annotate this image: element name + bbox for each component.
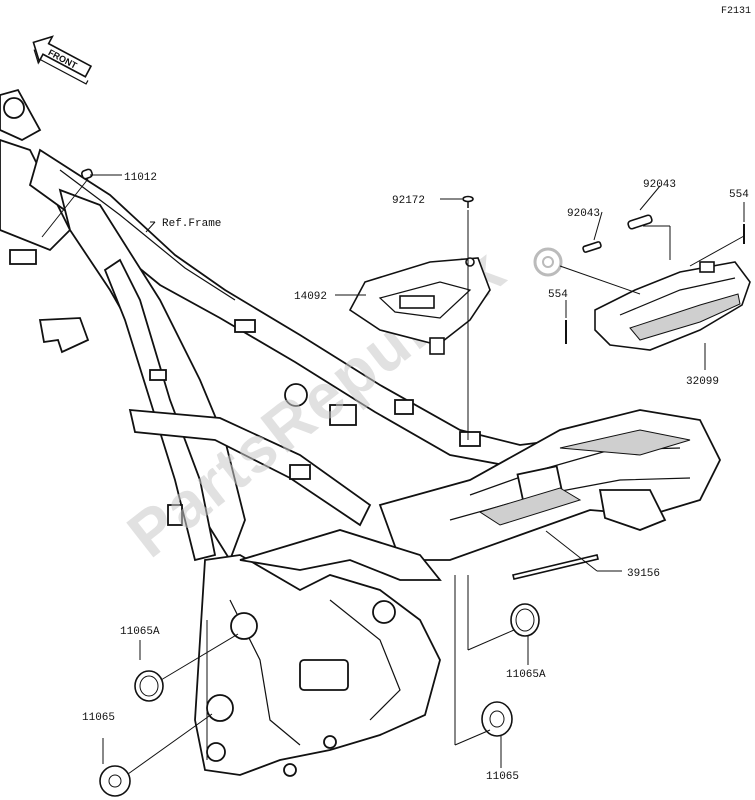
label-92043-a: 92043: [567, 208, 600, 220]
label-11012: 11012: [124, 172, 157, 184]
part-92043-pin-a: [582, 241, 602, 253]
gear-watermark-icon: [533, 247, 563, 277]
label-92172: 92172: [392, 195, 425, 207]
label-554-b: 554: [729, 189, 749, 201]
motorcycle-frame: [0, 88, 722, 777]
part-92172-screw: [462, 195, 474, 208]
leader-lines: [41, 174, 745, 775]
label-11065A-left: 11065A: [120, 626, 160, 638]
part-11065-cap-left: [99, 765, 131, 797]
label-92043-b: 92043: [643, 179, 676, 191]
label-39156: 39156: [627, 568, 660, 580]
front-arrow-icon: FRONT: [32, 35, 93, 85]
label-554-a: 554: [548, 289, 568, 301]
part-11065A-cap-right: [510, 603, 540, 637]
part-11012-cap: [80, 168, 94, 180]
label-11065-left: 11065: [82, 712, 115, 724]
part-32099-cover: [594, 261, 751, 351]
label-ref-frame: Ref.Frame: [162, 218, 221, 230]
diagram-code: F2131: [721, 6, 751, 17]
label-14092: 14092: [294, 291, 327, 303]
part-92043-pin-b: [627, 214, 653, 230]
part-11065A-cap-left: [134, 670, 164, 702]
part-11065-cap-right: [481, 701, 513, 737]
part-39156-strip: [512, 554, 599, 580]
label-11065A-right: 11065A: [506, 669, 546, 681]
label-11065-right: 11065: [486, 771, 519, 783]
label-32099: 32099: [686, 376, 719, 388]
part-14092-bracket: [348, 257, 491, 355]
